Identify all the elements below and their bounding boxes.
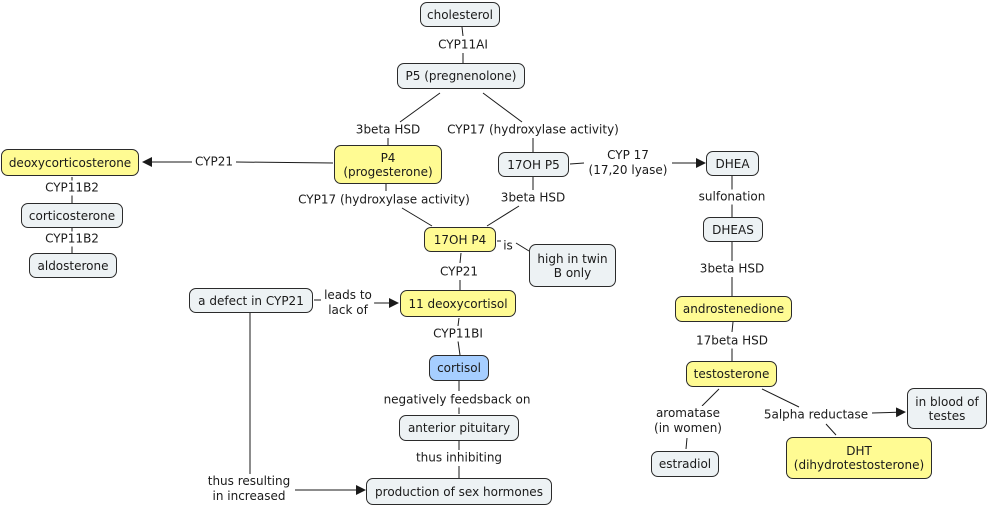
- link-3beta-hsd-17ohp5: 3beta HSD: [498, 190, 568, 206]
- node-label: anterior pituitary: [407, 421, 511, 435]
- link-cyp17-hydroxylase-p5: CYP17 (hydroxylase activity): [445, 122, 621, 138]
- node-label: estradiol: [658, 457, 712, 471]
- edge-aromatase-estradiol: [685, 437, 688, 450]
- link-line: leads to: [324, 288, 372, 302]
- link-aromatase: aromatase(in women): [652, 406, 724, 436]
- link-line: thus resulting: [207, 474, 291, 488]
- node-dht[interactable]: DHT(dihydrotestosterone): [786, 437, 932, 479]
- link-line: CYP 17: [607, 148, 649, 162]
- edge-cholesterol-cyp11ai: [461, 26, 464, 37]
- link-cyp11bi: CYP11BI: [431, 326, 485, 342]
- node-testosterone[interactable]: testosterone: [686, 361, 777, 387]
- node-17oh-p4[interactable]: 17OH P4: [424, 227, 496, 252]
- link-thus-inhibiting: thus inhibiting: [413, 450, 505, 466]
- node-defect-cyp21[interactable]: a defect in CYP21: [189, 288, 313, 313]
- link-cyp11ai: CYP11AI: [436, 37, 490, 53]
- edge-deoxycortisol-cyp11bi: [457, 317, 460, 327]
- edge-cyp11bi-cortisol: [457, 340, 461, 356]
- link-is: is: [501, 238, 515, 254]
- edge-5alpha-dht: [825, 423, 837, 436]
- node-sex-hormones[interactable]: production of sex hormones: [366, 478, 552, 505]
- node-label: cortisol: [437, 361, 481, 375]
- node-label: aldosterone: [37, 258, 109, 273]
- edge-testosterone-5alpha: [761, 388, 800, 408]
- edge-3betahsd-17ohp4: [486, 205, 520, 227]
- node-17oh-p5[interactable]: 17OH P5: [498, 152, 569, 177]
- node-progesterone[interactable]: P4(progesterone): [334, 145, 442, 184]
- edge-testosterone-aromatase: [701, 388, 720, 407]
- node-label: 11 deoxycortisol: [408, 296, 508, 311]
- node-label: (dihydrotestosterone): [793, 458, 925, 472]
- link-line: lack of: [328, 303, 368, 317]
- link-cyp17-lyase: CYP 17(17,20 lyase): [586, 148, 670, 178]
- link-5alpha-reductase: 5alpha reductase: [761, 407, 871, 423]
- node-anterior-pituitary[interactable]: anterior pituitary: [399, 415, 519, 441]
- link-17beta-hsd: 17beta HSD: [693, 333, 771, 349]
- node-aldosterone[interactable]: aldosterone: [29, 253, 117, 278]
- edge-p4-cyp21: [235, 161, 334, 164]
- node-label: testes: [928, 408, 966, 423]
- edge-17ohp5-lyase: [569, 162, 585, 165]
- node-dheas[interactable]: DHEAS: [703, 217, 763, 242]
- link-cyp11b2-a: CYP11B2: [43, 180, 101, 196]
- edge-cyp17-17ohp4: [401, 207, 433, 227]
- node-label: DHEA: [715, 156, 750, 171]
- node-label: a defect in CYP21: [198, 293, 304, 308]
- link-line: (in women): [654, 421, 722, 435]
- link-cyp21-p4: CYP21: [192, 154, 236, 170]
- node-label: deoxycorticosterone: [8, 155, 132, 170]
- node-estradiol[interactable]: estradiol: [651, 451, 719, 477]
- node-label: P4: [380, 150, 396, 165]
- node-deoxycorticosterone[interactable]: deoxycorticosterone: [1, 149, 139, 176]
- node-label: production of sex hormones: [375, 484, 543, 499]
- link-cyp21-17ohp4: CYP21: [437, 264, 481, 280]
- link-sulfonation: sulfonation: [696, 189, 768, 205]
- link-line: aromatase: [655, 406, 721, 420]
- node-label: DHT: [846, 444, 872, 458]
- node-dhea[interactable]: DHEA: [706, 151, 759, 176]
- link-line: in increased: [212, 489, 286, 503]
- link-cyp17-hydroxylase-p4: CYP17 (hydroxylase activity): [296, 192, 472, 208]
- edge-p5-cyp17: [482, 92, 523, 123]
- node-label: testosterone: [693, 367, 770, 381]
- edge-5alpha-blood: [871, 407, 906, 418]
- node-cholesterol[interactable]: cholesterol: [420, 2, 500, 27]
- node-11-deoxycortisol[interactable]: 11 deoxycortisol: [400, 290, 516, 317]
- node-label: high in twin: [537, 251, 608, 266]
- node-label: (progesterone): [343, 164, 433, 179]
- node-label: P5 (pregnenolone): [405, 69, 517, 83]
- link-negatively-feedsback: negatively feedsback on: [381, 392, 533, 408]
- edge-p5-3betahsd: [399, 92, 441, 123]
- node-label: in blood of: [915, 394, 979, 409]
- node-label: androstenedione: [682, 302, 785, 316]
- edge-andro-17betahsd: [731, 321, 734, 333]
- node-androstenedione[interactable]: androstenedione: [675, 296, 792, 322]
- node-label: cholesterol: [427, 7, 493, 22]
- edge-17ohp4-cyp21: [459, 252, 462, 264]
- edge-is-hightwin: [515, 242, 530, 252]
- node-label: B only: [553, 265, 592, 280]
- node-label: 17OH P5: [507, 157, 560, 172]
- node-label: corticosterone: [28, 208, 116, 223]
- node-label: 17OH P4: [433, 232, 487, 247]
- node-pregnenolone[interactable]: P5 (pregnenolone): [397, 63, 525, 89]
- node-label: DHEAS: [712, 222, 754, 237]
- link-3beta-hsd-dheas: 3beta HSD: [697, 261, 767, 277]
- link-3beta-hsd-p4: 3beta HSD: [353, 122, 423, 138]
- node-cortisol[interactable]: cortisol: [429, 355, 489, 381]
- link-line: (17,20 lyase): [588, 163, 668, 177]
- link-cyp11b2-b: CYP11B2: [43, 231, 101, 247]
- node-corticosterone[interactable]: corticosterone: [21, 203, 123, 228]
